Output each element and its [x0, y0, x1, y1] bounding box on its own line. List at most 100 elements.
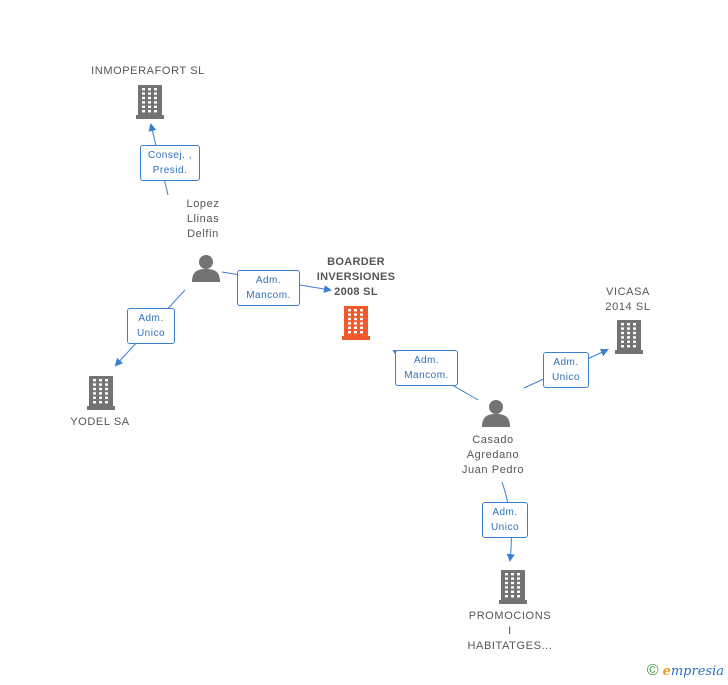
- person-icon-casado[interactable]: [482, 400, 510, 427]
- building-window: [505, 590, 508, 593]
- building-window: [348, 309, 351, 312]
- building-window: [627, 340, 630, 343]
- building-window: [505, 586, 508, 589]
- building-window: [154, 101, 157, 104]
- company-label-yodel[interactable]: YODEL SA: [70, 416, 130, 428]
- building-window: [99, 383, 102, 386]
- building-window: [105, 396, 108, 399]
- building-window: [621, 345, 624, 348]
- person-label-lopez[interactable]: Lopez Llinas Delfin: [186, 198, 220, 240]
- building-window: [354, 309, 357, 312]
- building-window: [93, 396, 96, 399]
- building-window: [354, 317, 357, 321]
- building-window: [621, 323, 624, 326]
- building-window: [348, 322, 351, 325]
- building-windows: [93, 88, 636, 598]
- company-label-promocions[interactable]: PROMOCIONS I HABITATGES...: [467, 610, 553, 652]
- building-window: [511, 573, 514, 576]
- brand-logo[interactable]: empresia: [663, 664, 724, 679]
- building-window: [633, 340, 636, 343]
- building-window: [148, 110, 151, 113]
- company-label-center[interactable]: BOARDER INVERSIONES 2008 SL: [316, 256, 396, 298]
- building-window: [93, 401, 96, 404]
- building-window: [627, 323, 630, 326]
- building-window: [148, 96, 151, 100]
- building-window: [621, 331, 624, 335]
- building-window: [142, 105, 145, 108]
- building-window: [93, 387, 96, 391]
- building-window: [360, 331, 363, 334]
- building-window: [348, 313, 351, 316]
- building-window: [348, 331, 351, 334]
- edge-label-lopez-boarder[interactable]: Adm. Mancom.: [237, 270, 300, 306]
- building-window: [354, 322, 357, 325]
- building-window: [154, 110, 157, 113]
- brand-rest: mpresia: [670, 663, 724, 679]
- building-window: [621, 336, 624, 339]
- footer-brand: © empresia: [647, 663, 724, 679]
- building-window: [627, 336, 630, 339]
- building-window: [142, 110, 145, 113]
- building-window: [99, 392, 102, 395]
- building-window: [99, 401, 102, 404]
- building-window: [360, 313, 363, 316]
- building-window: [354, 331, 357, 334]
- building-window: [517, 581, 520, 585]
- building-window: [505, 595, 508, 598]
- building-window: [621, 327, 624, 330]
- building-window: [99, 387, 102, 391]
- building-window: [348, 317, 351, 321]
- building-window: [511, 581, 514, 585]
- building-window: [154, 105, 157, 108]
- building-window: [517, 595, 520, 598]
- edges: [114, 123, 609, 562]
- building-window: [142, 101, 145, 104]
- edge-label-casado-promocions[interactable]: Adm. Unico: [482, 502, 528, 538]
- building-window: [627, 345, 630, 348]
- building-window: [105, 387, 108, 391]
- company-label-inmoperafort[interactable]: INMOPERAFORT SL: [91, 65, 205, 77]
- person-icon-lopez[interactable]: [192, 255, 220, 282]
- building-window: [154, 92, 157, 95]
- building-window: [511, 586, 514, 589]
- building-window: [105, 379, 108, 382]
- building-window: [105, 401, 108, 404]
- person-label-casado[interactable]: Casado Agredano Juan Pedro: [461, 434, 525, 476]
- building-window: [354, 313, 357, 316]
- building-window: [148, 88, 151, 91]
- building-window: [633, 327, 636, 330]
- building-window: [360, 317, 363, 321]
- edge-label-casado-vicasa[interactable]: Adm. Unico: [543, 352, 589, 388]
- edge-label-lopez-inmoperafort[interactable]: Consej. , Presid.: [140, 145, 200, 181]
- building-window: [505, 577, 508, 580]
- building-window: [105, 392, 108, 395]
- building-window: [633, 323, 636, 326]
- building-window: [517, 590, 520, 593]
- building-window: [511, 590, 514, 593]
- building-window: [348, 326, 351, 329]
- building-window: [633, 336, 636, 339]
- building-window: [154, 96, 157, 100]
- building-window: [154, 88, 157, 91]
- building-window: [505, 581, 508, 585]
- building-window: [148, 105, 151, 108]
- building-window: [99, 379, 102, 382]
- edge-label-lopez-yodel[interactable]: Adm. Unico: [127, 308, 175, 344]
- building-window: [99, 396, 102, 399]
- building-window: [517, 577, 520, 580]
- building-window: [633, 331, 636, 335]
- building-window: [148, 101, 151, 104]
- building-window: [354, 326, 357, 329]
- building-window: [627, 327, 630, 330]
- building-window: [360, 309, 363, 312]
- edge-label-casado-boarder[interactable]: Adm. Mancom.: [395, 350, 458, 386]
- building-window: [517, 573, 520, 576]
- building-window: [93, 383, 96, 386]
- building-window: [621, 340, 624, 343]
- building-window: [93, 379, 96, 382]
- building-window: [142, 88, 145, 91]
- building-window: [511, 595, 514, 598]
- building-window: [505, 573, 508, 576]
- building-window: [148, 92, 151, 95]
- company-label-vicasa[interactable]: VICASA 2014 SL: [605, 286, 651, 313]
